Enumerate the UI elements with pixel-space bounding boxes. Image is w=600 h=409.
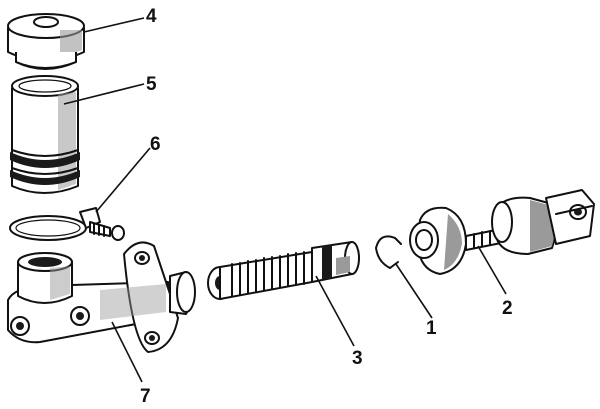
part-5-reservoir-body	[10, 75, 80, 194]
part-4-reservoir-cap	[7, 13, 85, 70]
part-7-master-cylinder	[7, 241, 196, 353]
callout-1: 1	[426, 318, 437, 339]
callout-6: 6	[150, 134, 161, 155]
leader-6	[95, 147, 151, 213]
callout-4: 4	[146, 6, 157, 27]
leader-5	[63, 83, 145, 105]
part-2-push-rod-and-boot	[409, 189, 595, 275]
callout-7: 7	[140, 386, 151, 407]
part-6-clamp-and-bolt	[9, 207, 125, 241]
leader-1	[395, 263, 433, 319]
callout-2: 2	[502, 298, 513, 319]
leader-lines	[63, 17, 507, 383]
leader-7	[111, 321, 143, 383]
callout-3: 3	[352, 348, 363, 369]
callout-5: 5	[146, 74, 157, 95]
leader-4	[83, 17, 145, 33]
part-3-piston-and-spring	[207, 241, 360, 300]
leader-2	[477, 245, 507, 295]
part-1-circlip	[375, 235, 402, 269]
leader-3	[315, 275, 355, 347]
